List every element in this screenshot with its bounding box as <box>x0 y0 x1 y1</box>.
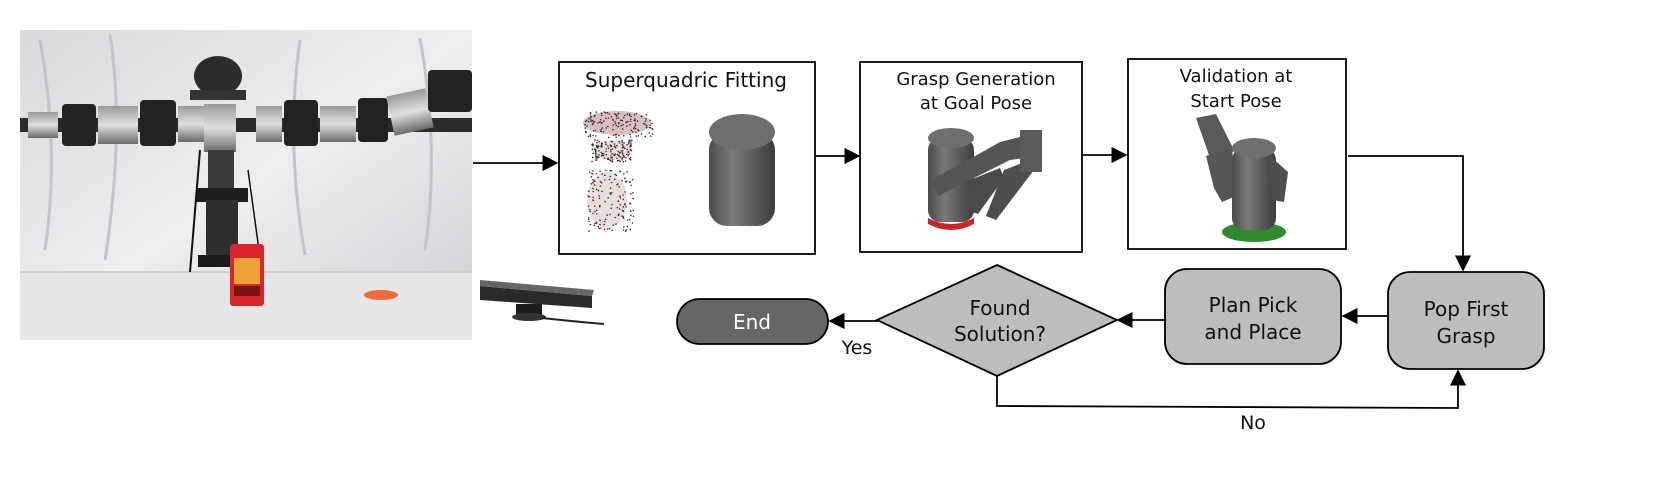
svg-text:Plan Pick: Plan Pick <box>1209 293 1298 317</box>
svg-text:Pop First: Pop First <box>1424 297 1509 321</box>
kinect-sensor <box>480 280 605 325</box>
edges <box>473 146 1472 409</box>
grasp-model <box>928 128 1042 230</box>
stage-validation: Validation at Start Pose <box>1127 58 1347 250</box>
edge-label-no: No <box>1240 412 1266 434</box>
stage-grasp-title-1: Grasp Generation <box>896 69 1055 90</box>
node-plan-pick-place: Plan Pick and Place <box>1164 268 1342 365</box>
node-pop-first-grasp: Pop First Grasp <box>1387 271 1545 370</box>
robot-photo <box>20 30 472 340</box>
stage-validation-title-1: Validation at <box>1180 66 1293 87</box>
stage-validation-title-2: Start Pose <box>1190 91 1281 112</box>
svg-text:Solution?: Solution? <box>954 322 1046 346</box>
stage-fitting-title: Superquadric Fitting <box>585 68 787 92</box>
svg-text:and Place: and Place <box>1204 320 1301 344</box>
stage-grasp-title-2: at Goal Pose <box>920 93 1032 114</box>
node-end: End <box>676 298 829 345</box>
edge-decision-no-loop <box>996 369 1467 409</box>
node-found-solution-decision: Found Solution? <box>874 264 1120 377</box>
validation-model <box>1196 114 1288 242</box>
svg-text:End: End <box>733 310 771 334</box>
stage-grasp: Grasp Generation at Goal Pose <box>859 61 1083 253</box>
edge-validation-to-pop <box>1348 155 1472 272</box>
svg-text:Grasp: Grasp <box>1436 324 1495 348</box>
edge-label-yes: Yes <box>841 337 873 359</box>
svg-text:Found: Found <box>969 296 1030 320</box>
superquadric-model <box>709 114 775 226</box>
point-cloud-dots <box>584 111 654 232</box>
stage-fitting: Superquadric Fitting <box>558 61 816 255</box>
